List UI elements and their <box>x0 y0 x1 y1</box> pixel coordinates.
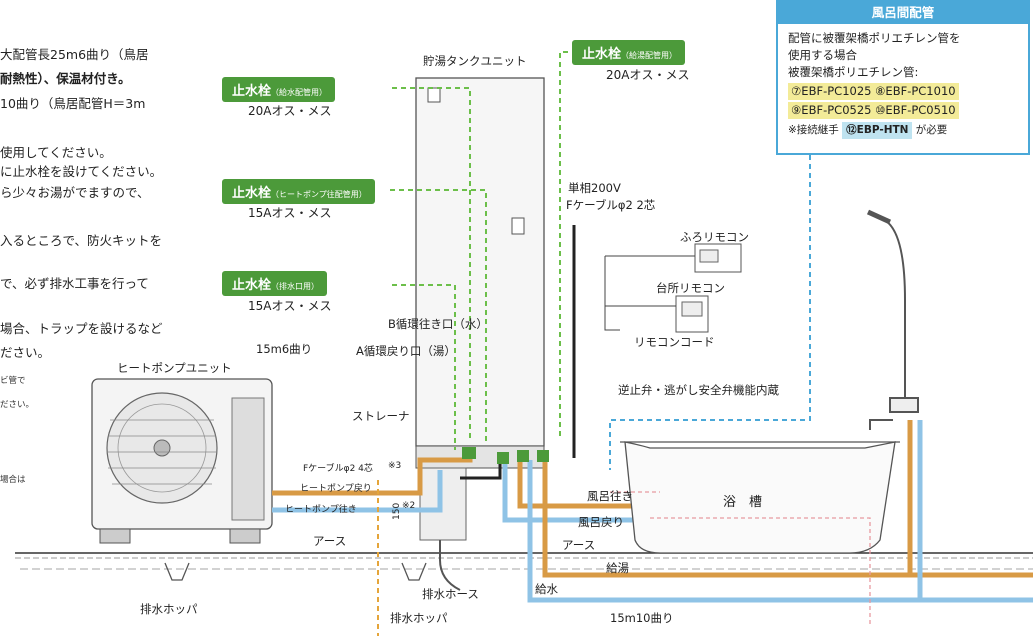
tank-unit-label: 貯湯タンクユニット <box>423 54 527 68</box>
left-note-7: 入るところで、防火キットを <box>0 233 163 248</box>
valve-tag-title: 止水栓 <box>232 186 272 201</box>
heat-pump-unit-label: ヒートポンプユニット <box>117 361 232 375</box>
hot-supply-label: 給湯 <box>606 561 629 575</box>
valve-tag-title: 止水栓 <box>582 47 622 62</box>
bends-6-label: 15m6曲り <box>256 342 313 356</box>
valve-leaders <box>390 51 568 450</box>
mark-3: ※3 <box>388 461 402 471</box>
info-box-title: 風呂間配管 <box>778 2 1028 24</box>
valve-spec-hot-supply: 20Aオス・メス <box>606 68 690 82</box>
valve-tag-sub: （給湯配管用） <box>621 51 678 60</box>
valve-tag-hot-supply: 止水栓（給湯配管用） <box>572 40 686 65</box>
valve-tag-water-supply: 止水栓（給水配管用） <box>222 77 336 102</box>
left-small-note-3: 場合は <box>0 475 26 485</box>
earth-label-2: アース <box>562 538 596 552</box>
valve-tag-sub: （給水配管用） <box>271 88 328 97</box>
drain-hopper-graphics <box>164 562 427 581</box>
valve-spec-water-supply: 20Aオス・メス <box>248 104 332 118</box>
check-valve-label: 逆止弁・逃がし安全弁機能内蔵 <box>618 383 779 397</box>
remote-cord-label: リモコンコード <box>634 335 715 349</box>
valve-tag-drain: 止水栓（排水口用） <box>222 271 328 296</box>
f-cable-4-label: Fケーブルφ2 4芯 <box>303 464 373 474</box>
bathtub-graphic <box>620 441 900 554</box>
bath-pipe-leaders <box>610 491 871 625</box>
left-small-note-2: ださい。 <box>0 400 35 410</box>
drain-hopper-label-1: 排水ホッパ <box>140 602 198 616</box>
left-note-2: 耐熱性）、保温材付き。 <box>0 71 131 86</box>
info-box-parts-b: ⑨EBF-PC0525 ⑩EBF-PC0510 <box>788 102 959 119</box>
hp-out-label: ヒートポンプ往き <box>285 505 357 515</box>
bathtub-label: 浴 槽 <box>723 495 763 510</box>
hp-return-label: ヒートポンプ戻り <box>300 484 372 494</box>
kitchen-remote-label: 台所リモコン <box>656 281 725 295</box>
left-note-4: 使用してください。 <box>0 145 112 160</box>
drain-hose-label: 排水ホース <box>422 587 479 601</box>
left-note-9: 場合、トラップを設けるなど <box>0 321 163 336</box>
bath-remote-label: ふろリモコン <box>680 230 749 244</box>
bath-piping-info-box: 風呂間配管 配管に被覆架橋ポリエチレン管を 使用する場合 被覆架橋ポリエチレン管… <box>776 0 1030 155</box>
mark-2: ※2 <box>402 501 416 511</box>
a-port-label: A循環戻り口（湯） <box>356 344 456 358</box>
left-note-5: に止水栓を設けてください。 <box>0 164 163 179</box>
info-box-joint-part: ⑫EBP-HTN <box>842 122 913 139</box>
left-note-8: で、必ず排水工事を行って <box>0 276 149 291</box>
heat-pump-unit-graphic <box>91 378 273 544</box>
valve-tag-heat-pump: 止水栓（ヒートポンプ往配管用） <box>222 179 375 204</box>
power-label: 単相200V <box>568 181 621 195</box>
info-box-line-1: 配管に被覆架橋ポリエチレン管を <box>788 31 961 45</box>
valve-spec-heat-pump: 15Aオス・メス <box>248 206 332 220</box>
info-box-joint: ※接続継手 ⑫EBP-HTN が必要 <box>778 122 1028 139</box>
left-note-6: ら少々お湯がでますので、 <box>0 185 150 200</box>
strainer-label: ストレーナ <box>352 409 410 423</box>
valve-tag-sub: （ヒートポンプ往配管用） <box>271 190 367 199</box>
earth-label-1: アース <box>313 534 347 548</box>
b-port-label: B循環往き口（水） <box>388 317 488 331</box>
tank-unit-graphic <box>415 77 545 541</box>
valve-tag-title: 止水栓 <box>232 84 272 99</box>
info-box-joint-prefix: ※接続継手 <box>788 124 839 136</box>
valve-tag-title: 止水栓 <box>232 278 272 293</box>
bends-10-label: 15m10曲り <box>610 611 674 625</box>
left-note-3: 10曲り（鳥居配管H＝3m <box>0 96 146 111</box>
bath-return-label: 風呂戻り <box>578 515 624 529</box>
left-small-note-1: ビ管で <box>0 376 26 386</box>
dimension-150-label: 150 <box>392 502 402 520</box>
info-box-joint-suffix: が必要 <box>915 124 948 136</box>
info-box-line-2: 使用する場合 <box>788 48 857 62</box>
valve-spec-drain: 15Aオス・メス <box>248 299 332 313</box>
valve-tag-sub: （排水口用） <box>271 282 320 291</box>
info-box-line-3: 被覆架橋ポリエチレン管: <box>788 65 919 79</box>
f-cable-label: Fケーブルφ2 2芯 <box>566 198 656 212</box>
remote-controls <box>604 243 742 333</box>
info-box-leader <box>609 155 811 470</box>
water-supply-label: 給水 <box>535 582 558 596</box>
left-note-10: ださい。 <box>0 345 51 360</box>
left-note-1: 大配管長25m6曲り（鳥居 <box>0 47 149 62</box>
drain-hopper-label-2: 排水ホッパ <box>390 611 448 625</box>
bath-out-label: 風呂往き <box>587 489 633 503</box>
ground <box>15 552 1033 570</box>
valve-blocks <box>462 447 549 464</box>
info-box-parts-a: ⑦EBF-PC1025 ⑧EBF-PC1010 <box>788 83 959 100</box>
shower-graphic <box>866 209 919 430</box>
